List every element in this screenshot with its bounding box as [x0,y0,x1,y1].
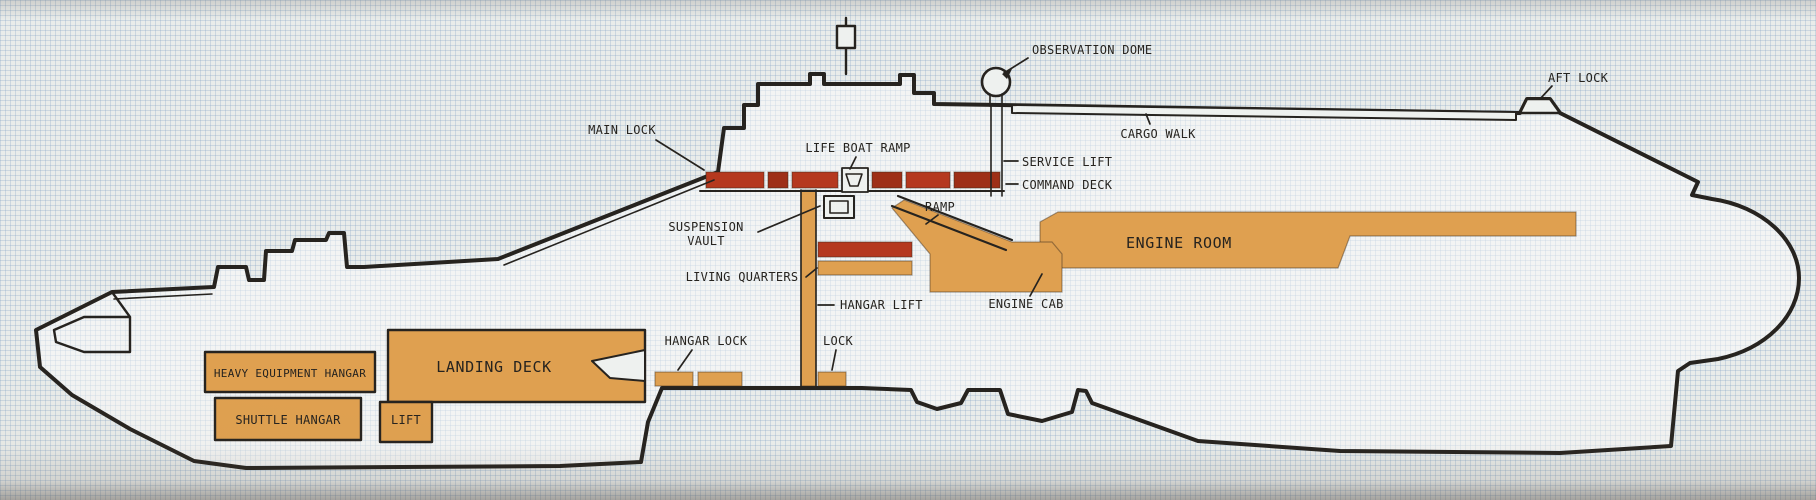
hangar-lift-shaft [800,189,817,387]
label-ramp: RAMP [925,200,955,214]
label-shuttle-hangar: SHUTTLE HANGAR [235,413,341,427]
hangar-lock-strip-2 [697,371,743,387]
bow-detail [52,290,132,354]
label-service-lift: SERVICE LIFT [1022,155,1112,169]
command-deck-segment [705,171,765,189]
label-cargo-walk: CARGO WALK [1120,127,1196,141]
leader-living-quarters [805,267,818,278]
antenna-box [835,24,857,50]
label-heavy-equipment-hangar: HEAVY EQUIPMENT HANGAR [214,367,366,380]
leader-aft-lock [1539,85,1553,100]
leader-lock [831,349,837,371]
command-deck-segment [953,171,1001,189]
leader-ramp [925,214,939,225]
label-command-deck: COMMAND DECK [1022,178,1113,192]
leader-suspension-vault [757,205,821,233]
label-suspension-vault-line2: VAULT [687,234,725,248]
life-boat-detail [845,173,863,187]
living-quarters-bar-lower [817,260,913,276]
leader-main-lock [655,139,705,171]
cargo-walk-beam [1011,104,1517,121]
lift-area [378,400,434,444]
living-quarters-bar-upper [817,241,913,258]
label-suspension-vault-line1: SUSPENSION [668,220,743,234]
landing-deck-notch [591,349,646,382]
dome-stem [989,93,1003,107]
suspension-vault-detail [829,200,849,214]
suspension-vault-shape [823,195,855,219]
hangar-lock-strip-1 [654,371,694,387]
heavy-equipment-hangar-area [203,350,377,394]
command-deck-segment [871,171,903,189]
leader-observation-dome [1003,57,1029,74]
label-engine-cab: ENGINE CAB [988,297,1063,311]
command-deck-segment [905,171,951,189]
command-deck-segment [767,171,789,189]
label-hangar-lift: HANGAR LIFT [840,298,923,312]
shuttle-hangar-area [213,396,363,442]
label-living-quarters: LIVING QUARTERS [686,270,799,284]
label-aft-lock: AFT LOCK [1548,71,1609,85]
label-life-boat-ramp: LIFE BOAT RAMP [805,141,910,155]
ramp-lines [890,194,1014,252]
command-deck-strip [705,171,1001,189]
label-main-lock: MAIN LOCK [588,123,656,137]
label-hangar-lock: HANGAR LOCK [665,334,748,348]
leader-engine-cab [1029,273,1043,297]
label-engine-room: ENGINE ROOM [1126,234,1232,252]
engine-room-area [1039,211,1577,269]
command-deck-segment [791,171,839,189]
label-lift: LIFT [391,413,421,427]
lock-strip [817,371,847,387]
leader-hangar-lock [677,349,693,371]
hull-plating-line [113,179,715,300]
leader-cargo-walk [1145,113,1151,125]
life-boat-shape [841,167,869,193]
hangar-lift-shaft-lines [800,189,817,387]
label-observation-dome: OBSERVATION DOME [1032,43,1152,57]
service-lift-shaft [990,105,1003,197]
arrow-observation-dome [1002,69,1012,79]
leader-life-boat-ramp [849,156,857,170]
label-lock: LOCK [823,334,854,348]
label-landing-deck: LANDING DECK [436,358,552,376]
aft-lock-shape [1518,97,1562,115]
